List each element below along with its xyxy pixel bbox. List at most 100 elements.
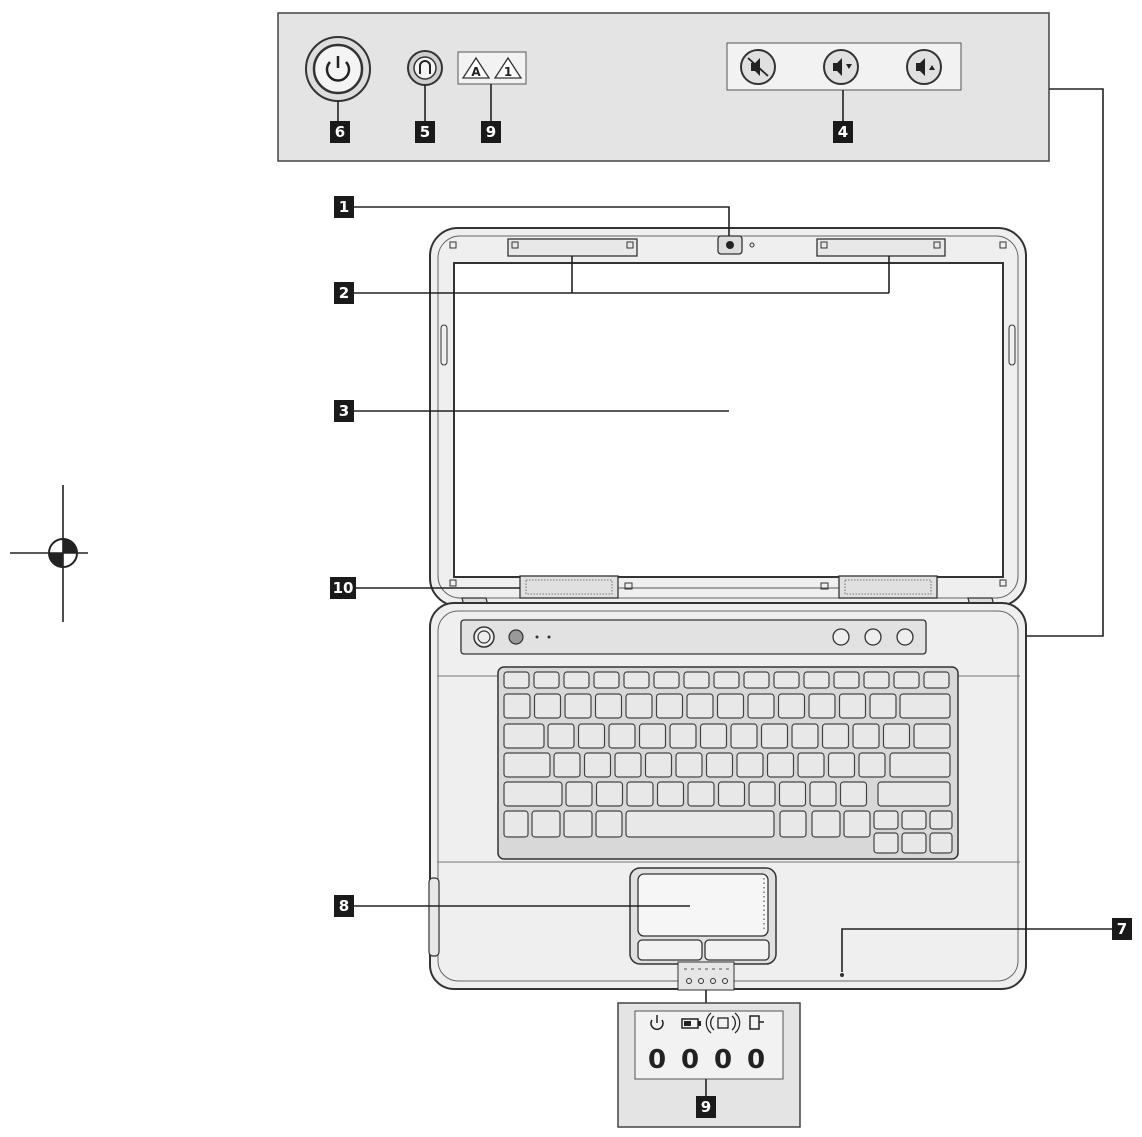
display-screen — [453, 262, 1004, 578]
callout-2: 2 — [334, 282, 354, 304]
callout-9-bottom: 9 — [696, 1096, 716, 1118]
keyboard-key — [873, 810, 899, 830]
keyboard-key — [683, 671, 710, 689]
callout-6: 6 — [330, 121, 350, 143]
keyboard-key — [638, 723, 667, 749]
keyboard-key — [625, 693, 653, 719]
keyboard-key — [773, 671, 800, 689]
keyboard-key — [778, 781, 807, 807]
keyboard-key — [503, 810, 529, 838]
speaker-left — [519, 575, 619, 599]
keyboard-key — [863, 671, 890, 689]
top-button-panel: A 1 — [277, 12, 1050, 162]
keyboard-key — [803, 671, 830, 689]
keyboard-key — [595, 781, 624, 807]
keyboard-key — [838, 693, 867, 719]
keyboard-key — [766, 752, 795, 778]
svg-text:1: 1 — [504, 65, 512, 79]
svg-text:8: 8 — [339, 897, 349, 915]
keyboard-key — [929, 832, 953, 854]
callout-3: 3 — [334, 400, 354, 422]
keyboard-key — [779, 810, 807, 838]
registration-mark-icon — [10, 485, 88, 622]
status-indicator-panel: 0 0 0 0 — [617, 990, 801, 1128]
keyboard-key — [839, 781, 868, 807]
callout-5: 5 — [415, 121, 435, 143]
keyboard-key — [669, 723, 697, 749]
keyboard-key — [827, 752, 856, 778]
keyboard-key — [809, 781, 837, 807]
button-strip — [460, 619, 927, 655]
svg-text:4: 4 — [838, 123, 848, 141]
keyboard-key — [577, 723, 606, 749]
callout-9-top: 9 — [481, 121, 501, 143]
svg-text:3: 3 — [339, 402, 349, 420]
keyboard-key — [503, 671, 530, 689]
svg-text:9: 9 — [486, 123, 496, 141]
keyboard-key — [821, 723, 850, 749]
power-icon — [650, 1015, 664, 1030]
keyboard-key — [563, 671, 590, 689]
keyboard-key — [623, 671, 650, 689]
keyboard-key — [811, 810, 841, 838]
keyboard-key — [893, 671, 920, 689]
keyboard-key — [626, 781, 654, 807]
keyboard-key — [717, 781, 746, 807]
callout-1: 1 — [334, 196, 354, 218]
keyboard-key — [553, 752, 581, 778]
keyboard-key — [843, 810, 871, 838]
keyboard-key — [808, 693, 836, 719]
callout-7: 7 — [1112, 918, 1132, 940]
volume-up-icon — [906, 49, 942, 85]
keyboard-key — [873, 832, 899, 854]
keyboard-key — [901, 810, 927, 830]
keyboard-key — [716, 693, 745, 719]
keyboard-key — [533, 671, 560, 689]
svg-text:10: 10 — [333, 579, 354, 597]
keyboard-key — [913, 723, 951, 749]
keyboard-key — [899, 693, 951, 719]
keyboard-key — [503, 693, 531, 719]
keyboard-key — [730, 723, 758, 749]
keyboard-key — [858, 752, 886, 778]
keyboard-key — [797, 752, 825, 778]
keyboard-key — [547, 723, 575, 749]
novo-button-icon — [407, 50, 443, 86]
laptop-lid — [429, 227, 1027, 607]
keyboard-key — [564, 693, 592, 719]
keyboard-key — [625, 810, 775, 838]
microphone-right — [816, 238, 946, 257]
keyboard-key — [653, 671, 680, 689]
keyboard-key — [777, 693, 806, 719]
battery-icon — [681, 1018, 701, 1029]
keyboard-key — [687, 781, 715, 807]
callout-4: 4 — [833, 121, 853, 143]
keyboard-key — [655, 693, 684, 719]
volume-down-icon — [823, 49, 859, 85]
status-digit-hdd: 0 — [747, 1045, 765, 1075]
keyboard-key — [583, 752, 612, 778]
keyboard-key — [531, 810, 561, 838]
svg-text:A: A — [471, 65, 481, 79]
microphone-left — [507, 238, 638, 257]
keyboard-key — [594, 693, 623, 719]
keyboard-key — [929, 810, 953, 830]
callout-10: 10 — [330, 577, 356, 599]
svg-text:1: 1 — [339, 198, 349, 216]
keyboard-key — [595, 810, 623, 838]
keyboard-key — [713, 671, 740, 689]
keyboard-key — [705, 752, 734, 778]
svg-text:2: 2 — [339, 284, 349, 302]
laptop-base — [428, 602, 1027, 991]
keyboard-key — [656, 781, 685, 807]
keyboard-key — [503, 781, 563, 807]
keyboard-key — [686, 693, 714, 719]
keyboard-key — [503, 752, 551, 778]
keyboard-key — [877, 781, 951, 807]
keyboard-key — [699, 723, 728, 749]
power-button-icon — [305, 36, 371, 102]
keyboard-key — [743, 671, 770, 689]
status-digit-power: 0 — [648, 1045, 666, 1075]
keyboard-key — [901, 832, 927, 854]
